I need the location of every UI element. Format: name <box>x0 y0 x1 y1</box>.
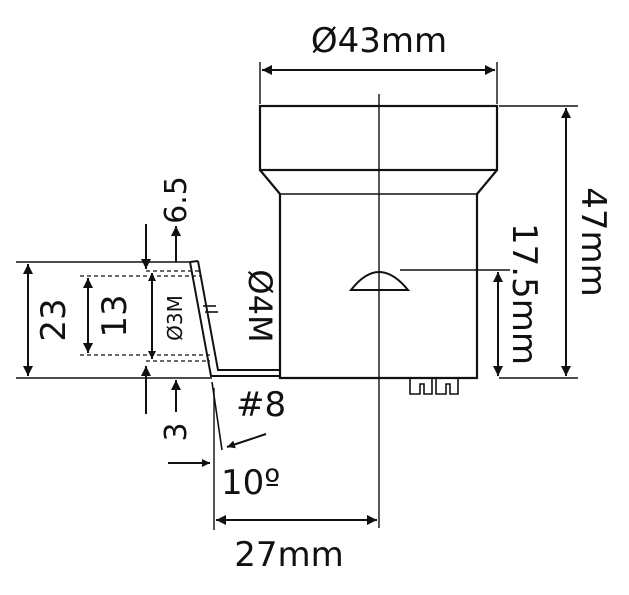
middle-height-label: 17.5mm <box>504 223 544 365</box>
plate-top-offset-label: 6.5 <box>159 176 194 224</box>
dim-inner-span: 13 <box>83 278 135 353</box>
plate-bottom-offset-label: 3 <box>159 422 194 441</box>
dim-outer-span: 23 <box>16 261 212 379</box>
guide-lines <box>80 270 210 362</box>
dim-total-height: 47mm <box>499 105 613 379</box>
hole-m4-label: Ø4M <box>241 269 279 342</box>
dome-mark <box>348 271 411 291</box>
outer-span-label: 23 <box>34 298 74 341</box>
dim-plate-bottom-offset: 3 <box>141 366 194 442</box>
hole-m4: Ø4M <box>241 269 279 342</box>
hole-m3-label: Ø3M <box>163 295 187 341</box>
mounting-plate <box>189 260 280 377</box>
dim-bottom-width: 27mm <box>213 388 377 575</box>
dim-top-diameter: Ø43mm <box>259 21 498 104</box>
angle-label: 10º <box>221 463 280 503</box>
top-diameter-label: Ø43mm <box>311 21 447 61</box>
socket-shoulder-right <box>476 169 498 195</box>
socket-shoulder-left <box>259 169 281 195</box>
screw-label: #8 <box>236 385 286 425</box>
angle-annotation: #8 10º <box>168 381 286 503</box>
dim-hole-m3: Ø3M <box>148 273 187 359</box>
inner-span-label: 13 <box>95 294 135 337</box>
terminal-pins <box>409 378 459 395</box>
dim-middle-height: 17.5mm <box>400 223 544 376</box>
bottom-width-label: 27mm <box>234 535 344 575</box>
dim-plate-top-offset: 6.5 <box>141 176 194 269</box>
total-height-label: 47mm <box>573 187 613 297</box>
